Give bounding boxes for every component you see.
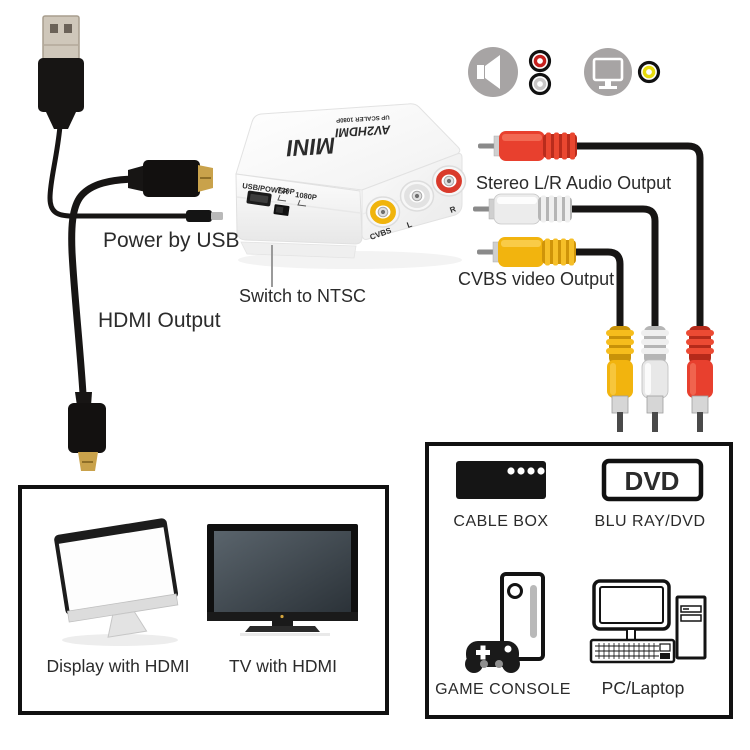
hdmi-connector [128, 160, 213, 197]
mini-usb-port [246, 190, 272, 207]
cvbs-jack [365, 196, 401, 228]
rca-red-icon [528, 49, 552, 73]
usb-connector [38, 15, 84, 129]
720p-label: 720P [277, 185, 296, 196]
dc-power-plug [186, 210, 223, 222]
game-console-icon [465, 572, 545, 673]
rca-cable-yellow [477, 237, 624, 331]
bluray-dvd-label: BLU RAY/DVD [594, 513, 705, 530]
right-jack-label: R [449, 204, 458, 215]
hdmi-plug-bottom [68, 392, 106, 471]
left-jack-label: L [406, 220, 414, 230]
rca-cable-white [473, 193, 659, 331]
tv-display [207, 524, 358, 636]
tv-with-hdmi-label: TV with HDMI [229, 656, 337, 676]
displays-panel: Display with HDMI TV with HDMI [18, 485, 389, 715]
legend-icons [468, 47, 661, 97]
display-icon [584, 48, 632, 96]
imac-display [54, 518, 179, 638]
dvd-player-icon: DVD [601, 458, 704, 502]
annotation-stereo-audio-output: Stereo L/R Audio Output [476, 173, 671, 193]
usb-power-cable [38, 15, 223, 222]
hdmi-cable [68, 160, 213, 471]
dvd-badge-text: DVD [625, 466, 680, 496]
device-model-subtitle: UP SCALER 1080P [336, 113, 390, 122]
display-with-hdmi-label: Display with HDMI [47, 656, 190, 676]
1080p-label: 1080P [295, 190, 318, 202]
audio-left-jack [399, 180, 435, 212]
annotation-power-by-usb: Power by USB [103, 229, 240, 252]
annotation-cvbs-video-output: CVBS video Output [458, 269, 614, 289]
ntsc-pal-switch [273, 204, 290, 216]
pc-laptop-label: PC/Laptop [602, 678, 685, 698]
sources-panel: CABLE BOX DVD BLU RAY/DVD GAME CONSOLE [425, 442, 733, 719]
device-model-label: AV2HDMI [334, 122, 392, 139]
box-top-face [235, 103, 461, 191]
audio-right-jack [431, 165, 467, 197]
converter-box: MINI AV2HDMI UP SCALER 1080P USB/POWER 7… [235, 103, 467, 287]
device-brand-label: MINI [285, 133, 336, 162]
rca-plug-bottom-yellow [606, 326, 634, 432]
cable-box-label: CABLE BOX [453, 513, 548, 530]
speaker-icon [468, 47, 518, 97]
pc-laptop-icon [589, 579, 707, 664]
rca-cable-red [478, 131, 704, 331]
annotation-hdmi-output: HDMI Output [98, 309, 221, 332]
cable-box-icon [456, 461, 546, 499]
box-front-face [235, 173, 363, 245]
annotation-switch-to-ntsc: Switch to NTSC [239, 286, 366, 306]
rca-white-icon [528, 72, 552, 96]
rca-yellow-icon [637, 60, 661, 84]
game-console-label: GAME CONSOLE [435, 681, 571, 698]
rca-plug-bottom-white [641, 326, 669, 432]
rca-plug-bottom-red [686, 326, 714, 432]
